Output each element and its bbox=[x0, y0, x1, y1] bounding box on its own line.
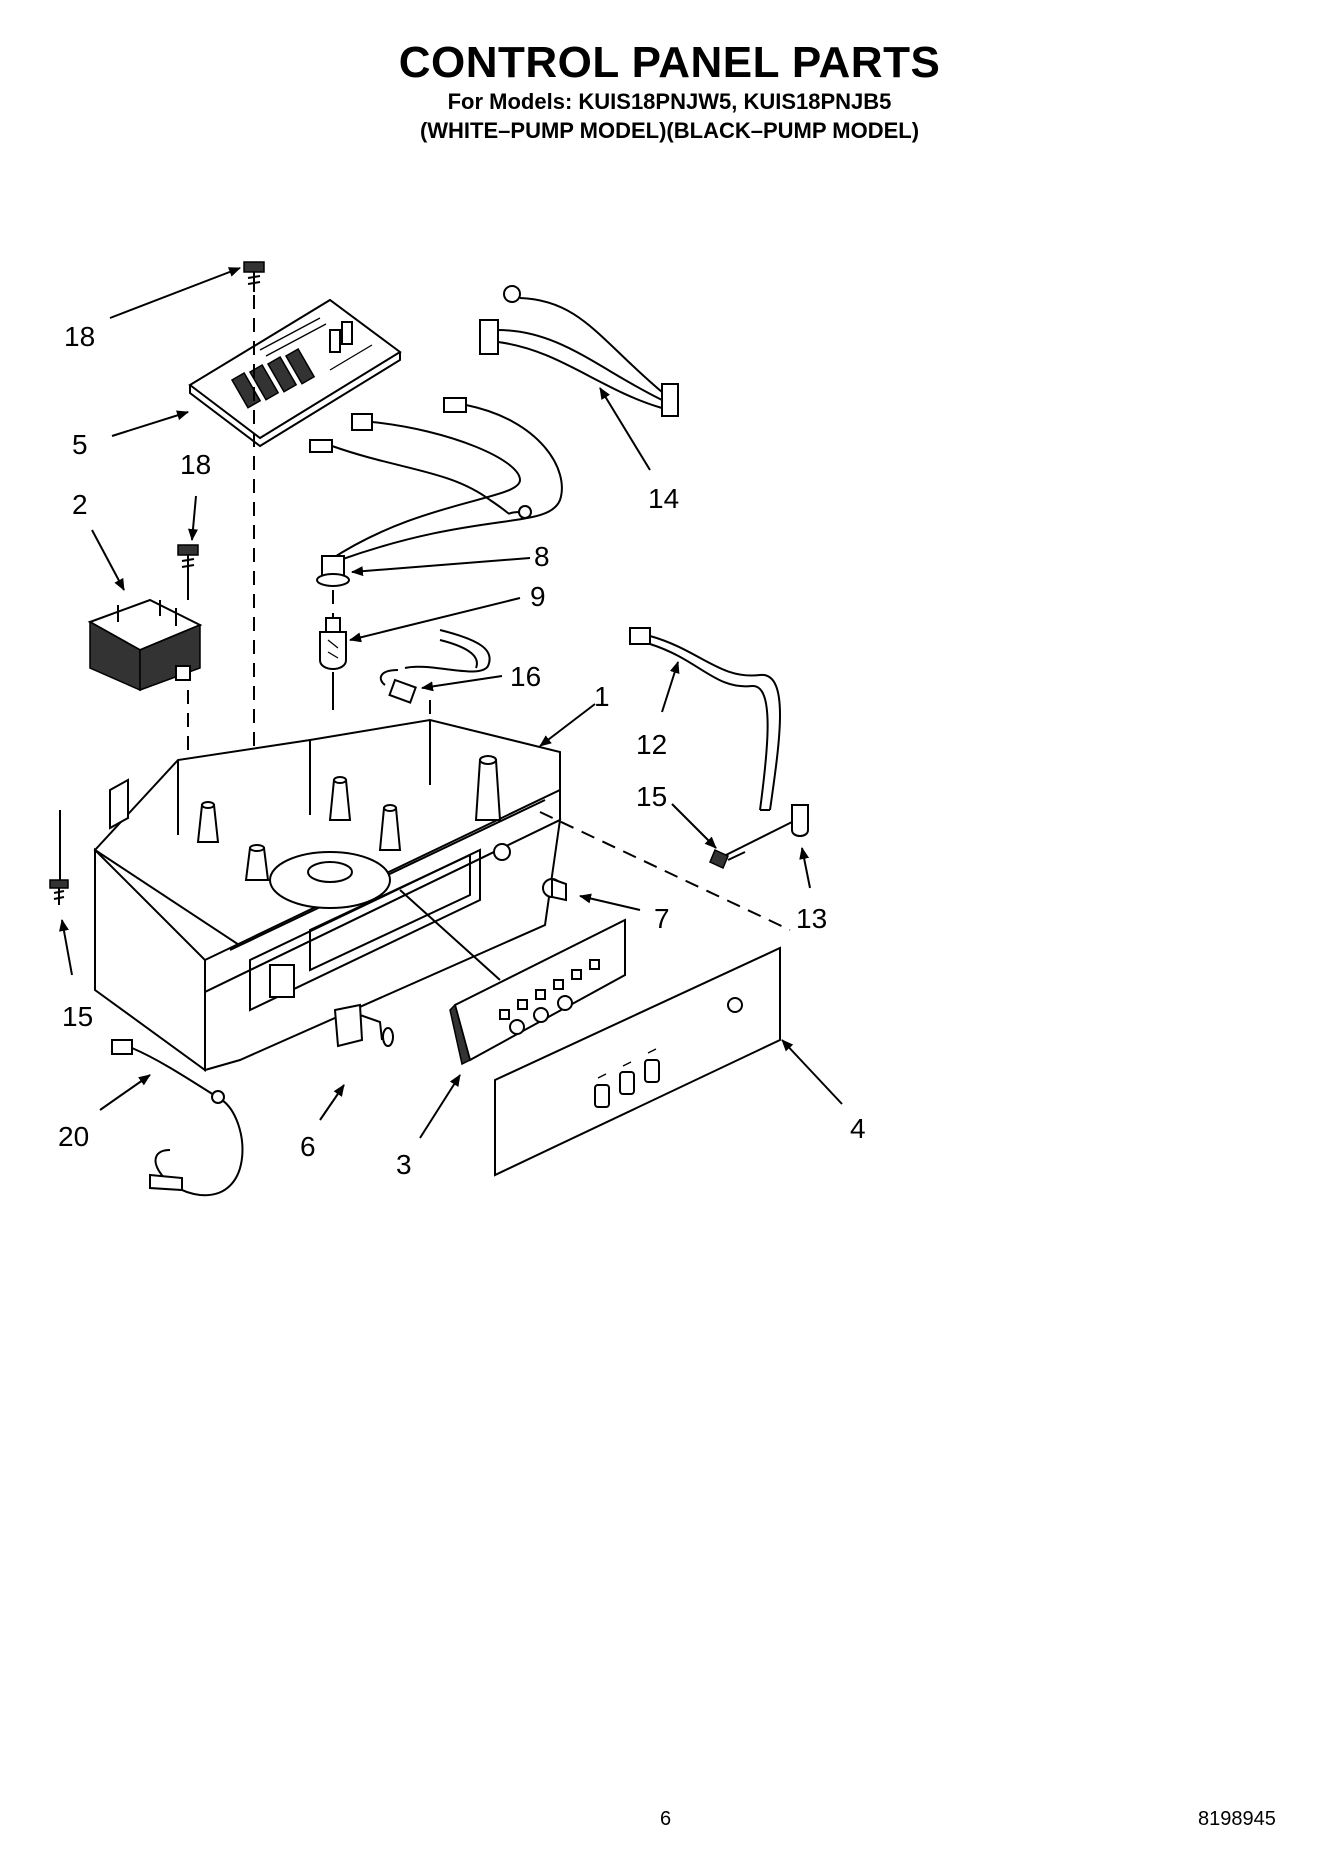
callout-18-top: 18 bbox=[64, 321, 95, 352]
thermistor bbox=[111, 1039, 244, 1197]
callout-13: 13 bbox=[796, 903, 827, 934]
callout-4: 4 bbox=[850, 1113, 866, 1144]
page-number: 6 bbox=[660, 1808, 672, 1830]
sensor bbox=[379, 629, 491, 704]
screw-transformer bbox=[177, 544, 199, 575]
screw-housing bbox=[49, 879, 69, 905]
switch-board bbox=[449, 918, 626, 1066]
alignment-line-switch-panel bbox=[399, 889, 501, 981]
callout-5: 5 bbox=[72, 429, 88, 460]
models-subtitle: For Models: KUIS18PNJW5, KUIS18PNJB5 bbox=[447, 89, 892, 114]
screw-top bbox=[243, 261, 265, 292]
callout-15-clamp: 15 bbox=[636, 781, 667, 812]
switch-wiring bbox=[309, 397, 563, 587]
callout-14: 14 bbox=[648, 483, 679, 514]
variants-subtitle: (WHITE–PUMP MODEL)(BLACK–PUMP MODEL) bbox=[419, 118, 920, 143]
callout-3: 3 bbox=[396, 1149, 412, 1180]
control-housing bbox=[59, 718, 562, 1072]
callout-9: 9 bbox=[530, 581, 546, 612]
rocker-switch bbox=[333, 1003, 394, 1048]
leader-lines bbox=[59, 267, 843, 1139]
callout-15-housing: 15 bbox=[62, 1001, 93, 1032]
cord-clamp bbox=[719, 804, 809, 859]
callout-labels: 18 5 18 2 14 8 9 16 1 12 15 13 7 15 20 6… bbox=[58, 321, 866, 1180]
document-number: 8198945 bbox=[1198, 1808, 1276, 1830]
transformer bbox=[87, 598, 203, 692]
screw-clamp bbox=[709, 848, 746, 870]
callout-7: 7 bbox=[654, 903, 670, 934]
callout-6: 6 bbox=[300, 1131, 316, 1162]
power-cord bbox=[629, 627, 781, 811]
callout-16: 16 bbox=[510, 661, 541, 692]
wire-harness bbox=[479, 285, 679, 417]
bushing bbox=[542, 877, 567, 902]
page-title: CONTROL PANEL PARTS bbox=[398, 38, 941, 87]
control-panel-overlay bbox=[494, 946, 781, 1177]
callout-20: 20 bbox=[58, 1121, 89, 1152]
callout-1: 1 bbox=[594, 681, 610, 712]
callout-2: 2 bbox=[72, 489, 88, 520]
callout-18-transformer: 18 bbox=[180, 449, 211, 480]
light-bulb bbox=[319, 617, 347, 670]
callout-8: 8 bbox=[534, 541, 550, 572]
callout-12: 12 bbox=[636, 729, 667, 760]
alignment-line-panel bbox=[539, 811, 791, 931]
